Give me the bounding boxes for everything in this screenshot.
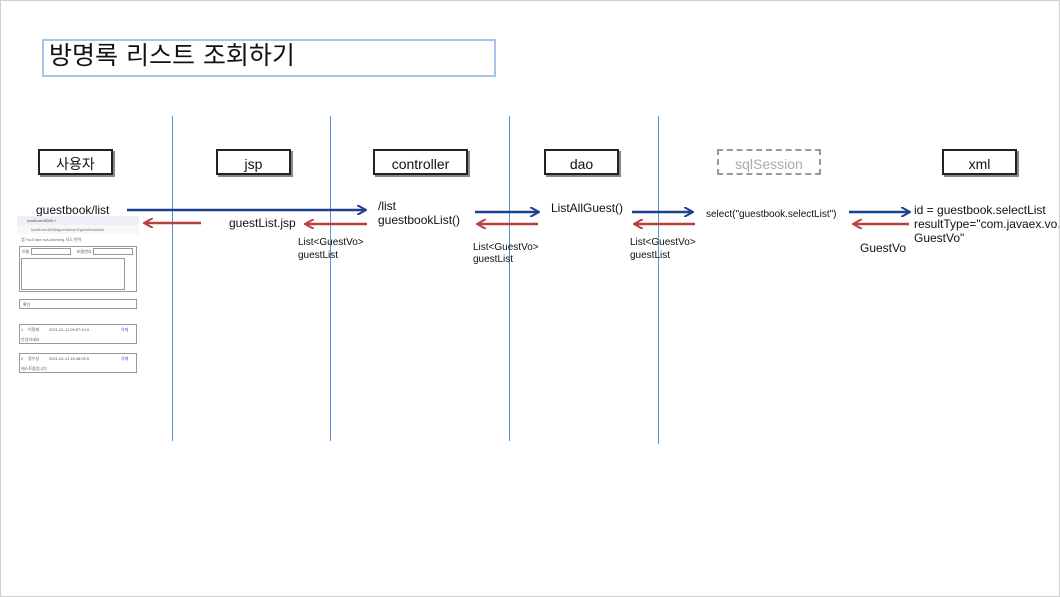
title-box bbox=[42, 39, 496, 77]
label-list-path: /list bbox=[378, 199, 396, 213]
thumb-bookmarks: 앱 YouTube ncs-learning 지도 번역 bbox=[21, 237, 82, 242]
thumb-submit: 확인 bbox=[23, 302, 31, 307]
thumb-tabbar bbox=[17, 216, 139, 225]
node-xml: xml bbox=[942, 149, 1017, 175]
thumb-entry-2-name: 정우성 bbox=[28, 356, 40, 361]
thumb-entry-1-name: 이정재 bbox=[28, 327, 40, 332]
label-select-stmt: select("guestbook.selectList") bbox=[706, 209, 837, 220]
thumb-entry-1-content: 안녕하세요 bbox=[21, 337, 40, 342]
label-ret3-type: List<GuestVo> bbox=[630, 237, 696, 248]
thumb-entry-2-delete: 삭제 bbox=[121, 356, 129, 361]
thumb-name-input bbox=[31, 248, 71, 255]
thumb-entry-2-no: 2 bbox=[21, 356, 24, 361]
thumb-entry-1-date: 2021-01-11 09:57:14.0 bbox=[49, 327, 90, 332]
node-controller: controller bbox=[373, 149, 468, 175]
label-xml-result-type: resultType="com.javaex.vo. bbox=[914, 217, 1060, 231]
label-list-all-guest: ListAllGuest() bbox=[551, 201, 624, 215]
lifeline-2 bbox=[330, 116, 331, 441]
thumb-tab-text: localhost:8088 × bbox=[27, 218, 57, 223]
node-dao: dao bbox=[544, 149, 619, 175]
thumb-submit-row bbox=[19, 299, 137, 309]
thumb-password-label: 비밀번호 bbox=[77, 249, 92, 254]
label-xml-id: id = guestbook.selectList bbox=[914, 203, 1046, 217]
label-guestvo: GuestVo bbox=[860, 241, 907, 255]
thumb-entry-2-date: 2021-01-11 16:48:00.0 bbox=[49, 356, 90, 361]
lifeline-3 bbox=[509, 116, 510, 441]
lifeline-4 bbox=[658, 116, 659, 444]
label-ret2-var: guestList bbox=[473, 254, 514, 265]
label-ret3-var: guestList bbox=[630, 250, 671, 261]
label-ret1-var: guestList bbox=[298, 250, 339, 261]
label-guestbook-list-method: guestbookList() bbox=[378, 213, 461, 227]
label-guestlist-jsp: guestList.jsp bbox=[229, 216, 296, 230]
thumb-addressbar bbox=[17, 225, 139, 234]
thumb-name-label: 이름 bbox=[22, 249, 30, 254]
thumb-entry-1-no: 1 bbox=[21, 327, 24, 332]
label-guestbook-list: guestbook/list bbox=[36, 203, 110, 217]
label-ret1-type: List<GuestVo> bbox=[298, 237, 364, 248]
node-jsp: jsp bbox=[216, 149, 291, 175]
browser-thumbnail: localhost:8088 × localhost:8088/guestboo… bbox=[17, 216, 139, 378]
node-user: 사용자 bbox=[38, 149, 113, 175]
thumb-password-input bbox=[93, 248, 133, 255]
thumb-entry-1 bbox=[19, 324, 137, 344]
page-title: 방명록 리스트 조회하기 bbox=[49, 41, 295, 70]
label-ret2-type: List<GuestVo> bbox=[473, 242, 539, 253]
node-sqlsession: sqlSession bbox=[717, 149, 821, 175]
thumb-entry-1-delete: 삭제 bbox=[121, 327, 129, 332]
thumb-entry-2 bbox=[19, 353, 137, 373]
lifeline-1 bbox=[172, 116, 173, 441]
thumb-url-text: localhost:8088/guestbook3/guestbook/list bbox=[31, 227, 105, 232]
thumb-entry-2-content: 테스트중입니다 bbox=[21, 366, 47, 371]
thumb-textarea bbox=[21, 258, 125, 290]
label-xml-result-type-2: GuestVo" bbox=[914, 231, 965, 245]
